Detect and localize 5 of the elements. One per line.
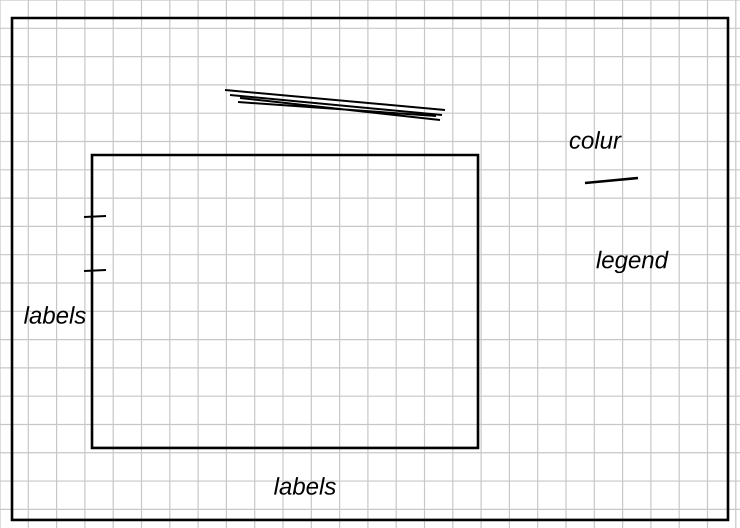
handwritten-text: colur xyxy=(570,131,622,149)
chart-frame xyxy=(10,16,730,522)
handwritten-text: legend xyxy=(596,250,669,274)
axis-label: labels xyxy=(274,477,336,495)
plot-area-box xyxy=(90,154,480,450)
